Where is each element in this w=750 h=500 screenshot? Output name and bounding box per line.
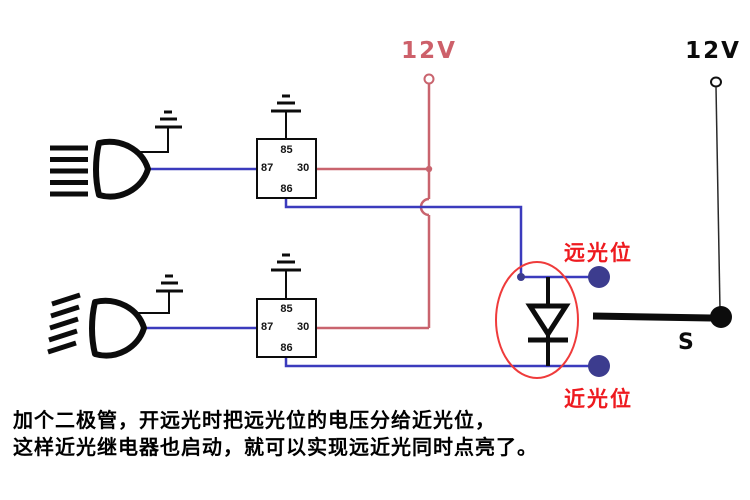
relay-bottom-86-wire	[284, 357, 599, 368]
relay-top-pin-30: 30	[297, 162, 310, 174]
ground-icon	[138, 274, 183, 314]
lamp-ray	[50, 191, 88, 197]
lamp-ray	[50, 157, 88, 162]
lamp-ray	[49, 316, 79, 331]
low-beam-terminal-dot	[588, 355, 610, 377]
lamp-ray	[47, 340, 77, 355]
switch-12v-terminal-circle	[710, 76, 722, 88]
supply-switch-label: 12V	[685, 38, 741, 64]
lamp-body	[89, 297, 147, 359]
relay-top-pin-86: 86	[280, 183, 293, 195]
caption: 加个二极管，开远光时把远光位的电压分给近光位， 这样近光继电器也启动，就可以实现…	[13, 407, 538, 461]
high-beam-terminal-label: 远光位	[564, 241, 633, 265]
high-beam-terminal-dot	[588, 266, 610, 288]
switch-label: S	[678, 330, 694, 355]
diode-icon	[525, 277, 571, 366]
relay-bottom-pin-85: 85	[280, 303, 293, 315]
supply-main-label: 12V	[401, 38, 457, 64]
diode-triangle	[525, 303, 571, 339]
lamp-ray	[50, 168, 88, 174]
main-12v-terminal-circle	[423, 73, 435, 85]
relay-top-pin-87: 87	[261, 162, 274, 174]
relay-top-pin-85: 85	[280, 144, 293, 156]
high-beam-lamp-icon	[50, 138, 151, 200]
ground-icon	[271, 253, 301, 299]
ground-stem	[138, 292, 170, 314]
caption-line-2: 这样近光继电器也启动，就可以实现远近光同时点亮了。	[13, 435, 538, 459]
lamp-ray	[48, 328, 78, 343]
lamp-ray	[50, 304, 80, 319]
diode-highlight-ellipse	[495, 261, 579, 379]
switch-lever-bar	[592, 312, 712, 322]
red-wire-junction-dot	[425, 165, 433, 173]
low-beam-lamp-icon	[47, 292, 147, 359]
lamp-body	[93, 138, 151, 200]
ground-icon	[138, 110, 182, 153]
switch-feed-wire	[715, 86, 721, 311]
switch-pivot-dot	[710, 306, 732, 328]
relay-bottom-pin-87: 87	[261, 321, 274, 333]
lamp-ray	[50, 145, 88, 151]
ground-stem	[138, 128, 169, 153]
ground-icon	[271, 94, 301, 139]
lamp-ray	[51, 292, 81, 307]
relay-top-box	[256, 138, 317, 199]
lamp-ray	[50, 180, 88, 185]
relay-top-86-wire	[284, 198, 523, 277]
relay-bottom-pin-30: 30	[297, 321, 310, 333]
relay-bottom-pin-86: 86	[280, 342, 293, 354]
relay-bottom-box	[256, 298, 317, 358]
caption-line-1: 加个二极管，开远光时把远光位的电压分给近光位，	[13, 408, 496, 432]
low-beam-terminal-label: 近光位	[564, 387, 633, 411]
blue-wire-junction-dot	[517, 273, 525, 281]
